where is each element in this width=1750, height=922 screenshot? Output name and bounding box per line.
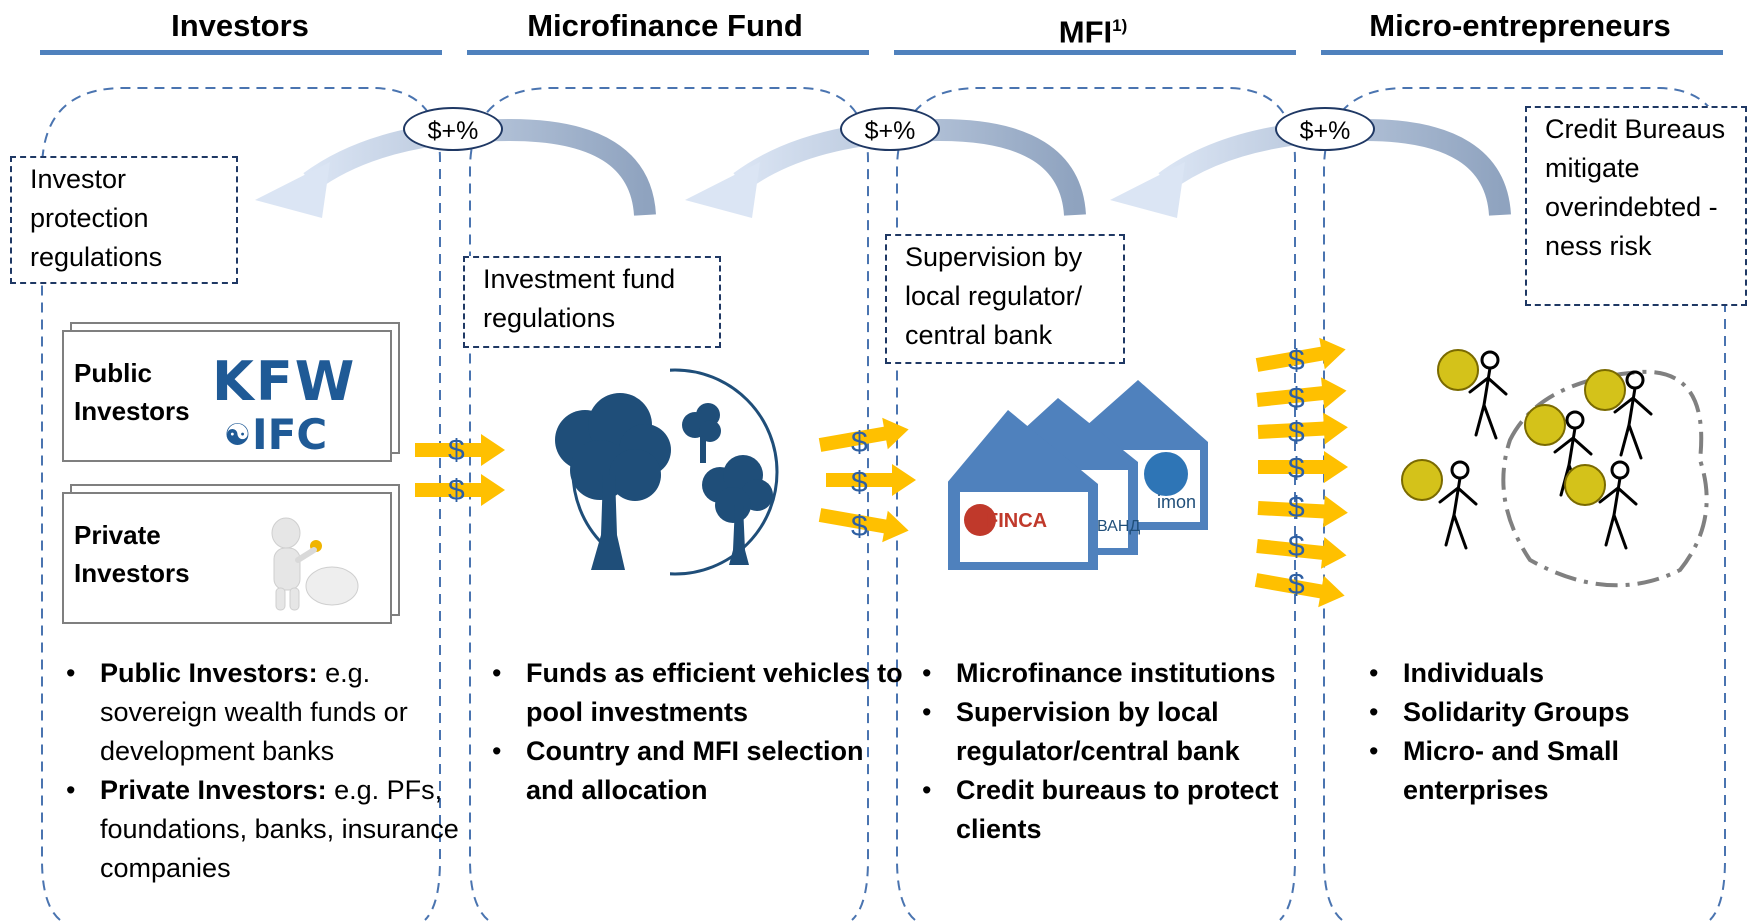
header-underline-fund (467, 50, 869, 55)
piggy-bank-figure-icon (271, 517, 359, 611)
coin-icon-4 (1584, 369, 1626, 411)
dollar-sign-1: $ (448, 434, 465, 467)
dollar-sign-6: $ (1288, 344, 1305, 377)
person-figure-4 (1613, 370, 1653, 460)
column-outline-mfi (896, 87, 1296, 921)
investment-fund-regulations-box: Investment fund regulations (463, 256, 721, 348)
header-mfi-label: MFI (1058, 14, 1113, 50)
header-underline-mfi (894, 50, 1296, 55)
finca-logo: FINCA (986, 510, 1048, 532)
header-investors: Investors (171, 8, 309, 43)
investor-protection-box: Investor protection regulations (10, 156, 238, 284)
fund-bullets: Funds as efficient vehicles to pool inve… (488, 654, 906, 810)
micro-entrepreneurs-illustration (1401, 349, 1709, 588)
imon-logo: imon (1157, 492, 1197, 512)
investors-bullets: Public Investors: e.g. sovereign wealth … (62, 654, 460, 888)
bullet-credit-bureaus: Credit bureaus to protect clients (922, 771, 1336, 849)
dollar-sign-11: $ (1288, 530, 1305, 563)
header-mfi-footnote: 1) (1112, 16, 1128, 35)
public-investors-card: Public Investors KFW ☯ IFC (62, 330, 392, 462)
person-figure-1 (1468, 350, 1508, 440)
kfw-logo: KFW (212, 350, 357, 413)
dollar-sign-8: $ (1288, 416, 1305, 449)
local-supervision-box: Supervision by local regulator/ central … (885, 234, 1125, 364)
bullet-local-supervision: Supervision by local regulator/central b… (922, 693, 1336, 771)
bullet-public-investors: Public Investors: e.g. sovereign wealth … (66, 654, 460, 771)
arrow-fund-mfi-2 (826, 464, 916, 496)
column-outline-fund (469, 87, 869, 921)
return-arrow-mfi-to-fund (685, 118, 1086, 218)
bullet-small-enterprises: Micro- and Small enterprises (1369, 732, 1723, 810)
bullet-microfinance-institutions: Microfinance institutions (922, 654, 1336, 693)
credit-bureaus-box: Credit Bureaus mitigate overindebted -ne… (1525, 106, 1747, 306)
ifc-logo: IFC (252, 410, 328, 459)
micro-bullets: Individuals Solidarity Groups Micro- and… (1365, 654, 1723, 810)
vand-logo: ВАНД (1097, 518, 1141, 535)
bullet-country-selection: Country and MFI selection and allocation (492, 732, 906, 810)
coin-icon-2 (1401, 459, 1443, 501)
interest-label-3: $+% (1275, 107, 1375, 151)
mfi-bullets: Microfinance institutions Supervision by… (918, 654, 1336, 849)
bullet-solidarity-groups: Solidarity Groups (1369, 693, 1723, 732)
interest-label-1: $+% (403, 107, 503, 151)
person-figure-2 (1438, 460, 1478, 550)
public-investors-label: Public Investors (74, 358, 190, 426)
dollar-sign-3: $ (851, 426, 868, 459)
dollar-sign-10: $ (1288, 491, 1305, 524)
person-figure-5 (1598, 460, 1638, 550)
globe-icon: ☯ (224, 419, 251, 452)
dollar-sign-9: $ (1288, 452, 1305, 485)
coin-icon-5 (1564, 464, 1606, 506)
interest-label-2: $+% (840, 107, 940, 151)
bullet-funds-efficient: Funds as efficient vehicles to pool inve… (492, 654, 906, 732)
private-investors-label: Private Investors (74, 520, 190, 588)
return-arrow-fund-to-investors (255, 118, 656, 218)
dollar-sign-12: $ (1288, 568, 1305, 601)
header-underline-micro (1321, 50, 1723, 55)
bullet-individuals: Individuals (1369, 654, 1723, 693)
header-mfi: MFI1) (893, 6, 1293, 50)
dollar-sign-2: $ (448, 474, 465, 507)
mfi-houses-illustration (948, 380, 1208, 570)
coin-icon-1 (1437, 349, 1479, 391)
header-underline-investors (40, 50, 442, 55)
dollar-sign-7: $ (1288, 382, 1305, 415)
private-investors-card: Private Investors (62, 492, 392, 624)
bullet-private-investors: Private Investors: e.g. PFs, foundations… (66, 771, 460, 888)
header-micro-entrepreneurs: Micro-entrepreneurs (1369, 8, 1671, 43)
fund-trees-illustration (555, 365, 779, 579)
coin-icon-3 (1524, 404, 1566, 446)
dollar-sign-5: $ (851, 510, 868, 543)
dollar-sign-4: $ (851, 466, 868, 499)
column-outline-micro (1323, 87, 1726, 921)
header-microfinance-fund: Microfinance Fund (527, 8, 803, 43)
